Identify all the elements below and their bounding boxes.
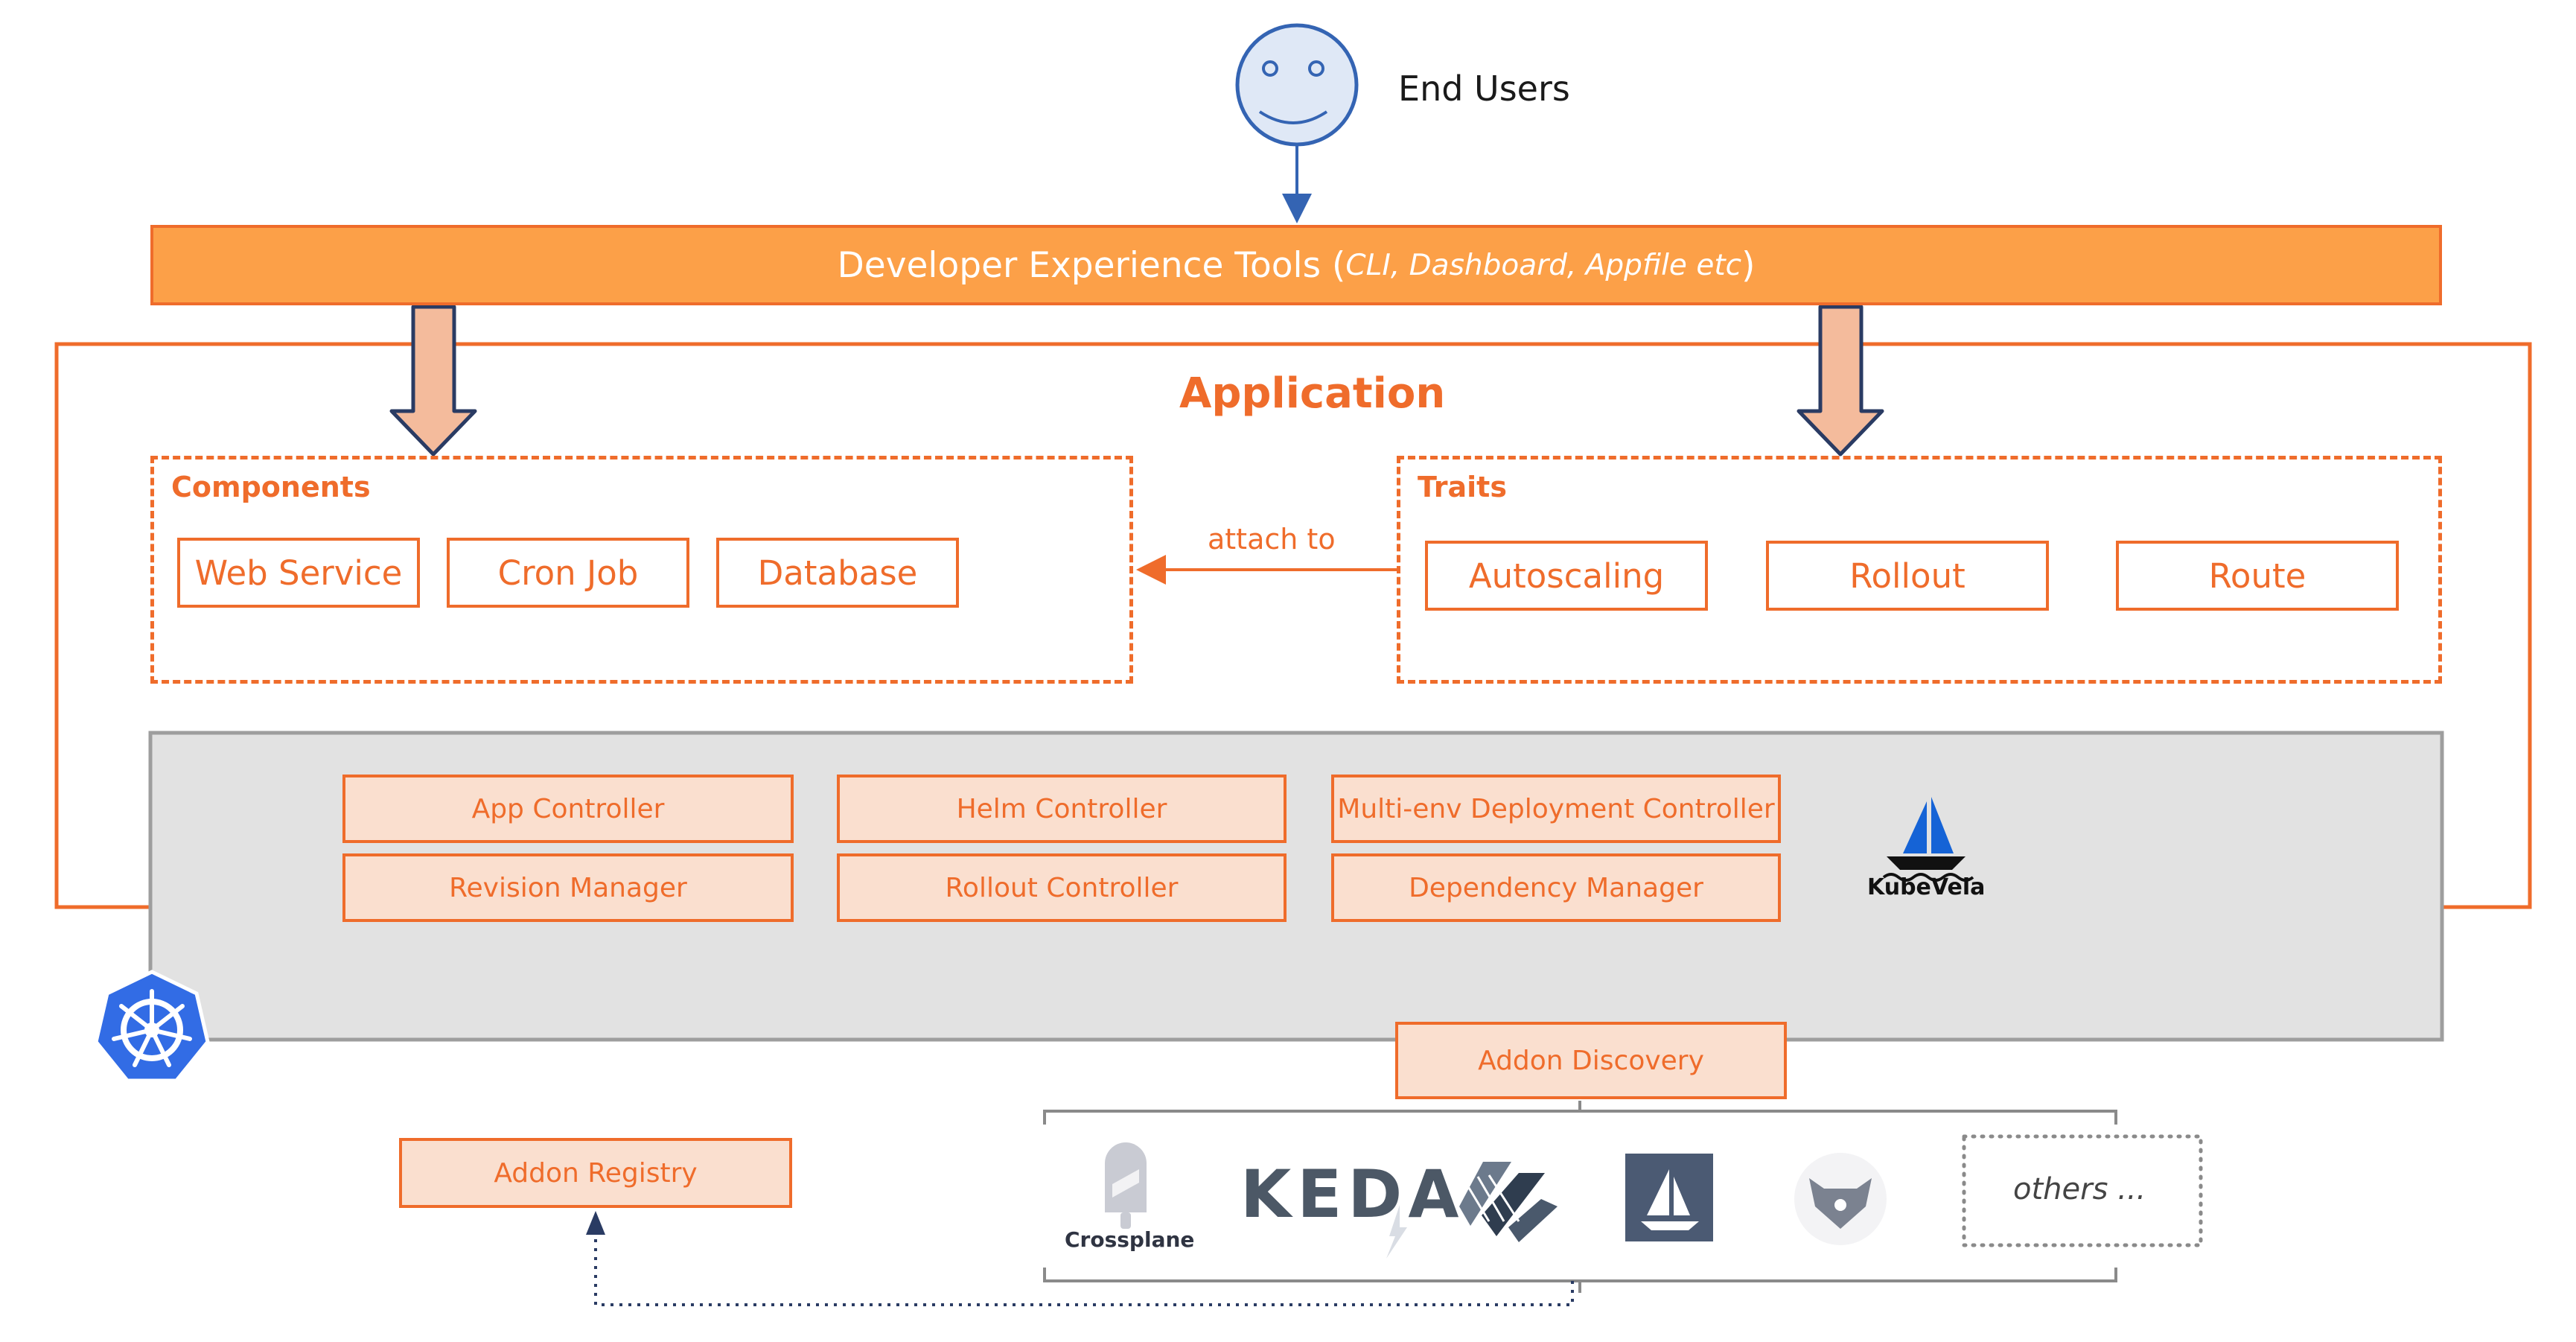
helm-controller-box[interactable]: Helm Controller [837,775,1287,843]
attach-to-label: attach to [1208,523,1336,556]
gitops-logo-icon [1459,1162,1558,1242]
sailboat-addon-logo-icon [1625,1154,1713,1241]
devtools-to-components-arrow [389,305,477,457]
dev-tools-label: Developer Experience Tools [837,244,1322,286]
rollout-controller-box[interactable]: Rollout Controller [837,853,1287,922]
others-dotted-box [1962,1134,2203,1247]
registry-link-dotted-line [594,1217,1574,1306]
keda-label: KEDA [1240,1156,1465,1233]
developer-experience-tools-bar[interactable]: Developer Experience Tools (CLI, Dashboa… [150,225,2442,305]
multi-env-deployment-controller-box[interactable]: Multi-env Deployment Controller [1331,775,1781,843]
crossplane-label: Crossplane [1065,1227,1195,1252]
keda-lightning-icon [1386,1205,1407,1259]
traits-title: Traits [1418,471,1507,503]
trait-route[interactable]: Route [2116,541,2399,611]
app-controller-box[interactable]: App Controller [342,775,794,843]
dependency-manager-box[interactable]: Dependency Manager [1331,853,1781,922]
dev-tools-paren-open: ( [1332,244,1346,286]
others-label: others ... [2013,1172,2146,1206]
components-title: Components [171,471,371,503]
components-group [150,456,1133,684]
addon-providers-bottom-bracket [1043,1268,2117,1293]
component-database[interactable]: Database [716,538,959,608]
registry-link-arrowhead [586,1211,605,1235]
component-web-service[interactable]: Web Service [177,538,420,608]
devtools-to-traits-arrow [1796,305,1884,457]
application-title: Application [1179,369,1446,418]
dev-tools-paren-close: ) [1741,244,1756,286]
kubevela-brand-label: KubeVela [1867,874,1986,900]
end-users-label: End Users [1398,69,1570,109]
end-user-smiley-icon [1235,23,1359,147]
crossplane-logo-icon [1105,1142,1147,1229]
component-cron-job[interactable]: Cron Job [447,538,689,608]
trait-rollout[interactable]: Rollout [1766,541,2049,611]
addon-registry-box[interactable]: Addon Registry [399,1138,792,1208]
opa-logo-icon [1794,1153,1887,1245]
addon-providers-top-bracket [1043,1101,2117,1125]
addon-discovery-box[interactable]: Addon Discovery [1395,1022,1787,1099]
kubernetes-logo-icon [94,970,210,1083]
kubevela-sailboat-icon [1882,797,1974,882]
revision-manager-box[interactable]: Revision Manager [342,853,794,922]
traits-group [1397,456,2442,684]
dev-tools-detail: CLI, Dashboard, Appfile etc [1345,248,1742,282]
trait-autoscaling[interactable]: Autoscaling [1425,541,1708,611]
